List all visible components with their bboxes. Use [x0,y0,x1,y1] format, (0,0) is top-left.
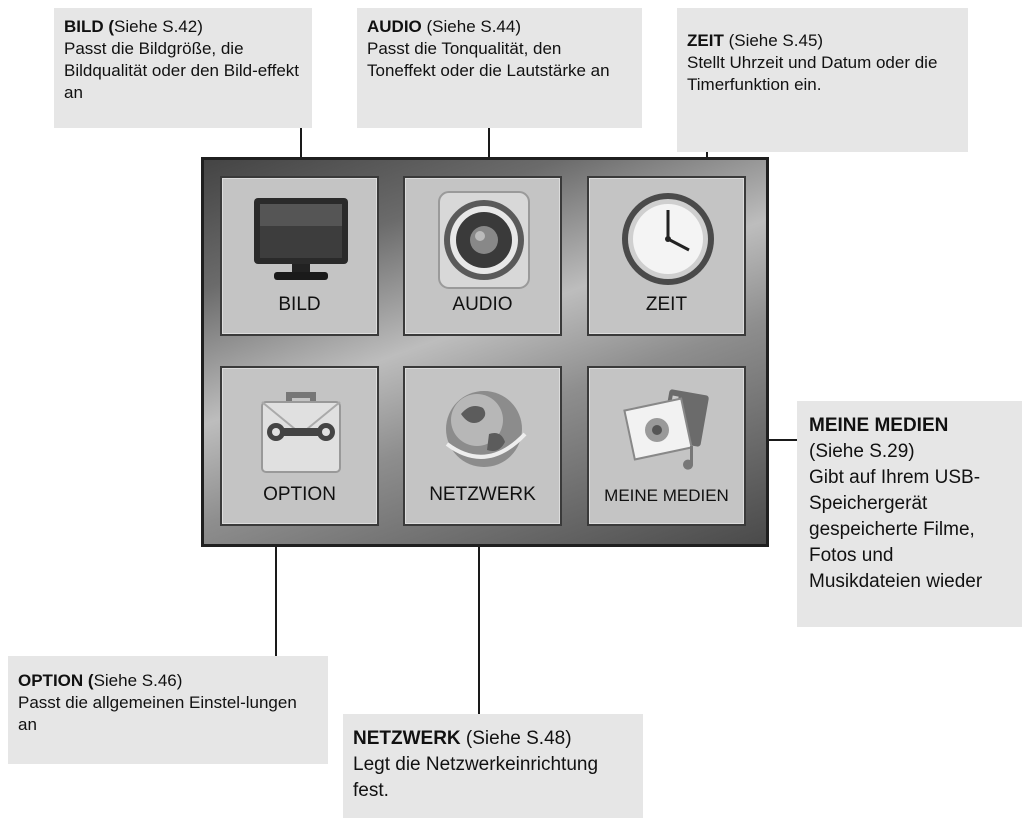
callout-meine-medien: MEINE MEDIEN (Siehe S.29) Gibt auf Ihrem… [797,401,1022,627]
callout-option-ref: Siehe S.46) [93,671,183,690]
menu-tile-option[interactable]: OPTION [220,366,379,526]
callout-bild-desc: Passt die Bildgröße, die Bildqualität od… [64,39,300,102]
menu-tile-option-label: OPTION [263,484,336,505]
callout-meine-medien-title: MEINE MEDIEN [809,415,949,436]
callout-bild-ref: Siehe S.42) [114,17,203,36]
callout-bild: BILD (Siehe S.42) Passt die Bildgröße, d… [54,8,312,128]
callout-zeit: ZEIT (Siehe S.45) Stellt Uhrzeit und Dat… [677,8,968,152]
menu-tile-netzwerk[interactable]: NETZWERK [403,366,562,526]
callout-netzwerk-title: NETZWERK [353,728,461,749]
callout-audio-desc: Passt die Tonqualität, den Toneffekt ode… [367,39,610,80]
menu-tile-meine-medien-label: MEINE MEDIEN [604,486,729,505]
connector-audio [488,128,490,172]
connector-meine-medien [744,439,797,441]
tv-menu-panel: BILD AUDIO ZEIT [201,157,769,547]
connector-option [275,520,277,656]
callout-option-title: OPTION ( [18,671,94,690]
menu-tile-meine-medien[interactable]: MEINE MEDIEN [587,366,746,526]
callout-zeit-title: ZEIT [687,31,724,50]
globe-icon [445,391,527,467]
menu-tile-netzwerk-label: NETZWERK [429,484,536,505]
callout-audio-title: AUDIO [367,17,422,36]
menu-tile-bild-label: BILD [278,294,321,315]
menu-tile-zeit[interactable]: ZEIT [587,176,746,336]
speaker-icon [438,191,530,289]
callout-audio-ref: (Siehe S.44) [421,17,522,36]
callout-meine-medien-ref: (Siehe S.29) [809,441,915,462]
callout-option-desc: Passt die allgemeinen Einstel-lungen an [18,693,297,734]
callout-zeit-ref: (Siehe S.45) [723,31,824,50]
callout-option: OPTION (Siehe S.46) Passt die allgemeine… [8,656,328,764]
callout-bild-title: BILD ( [64,17,115,36]
toolbox-icon [261,392,341,473]
menu-tile-bild[interactable]: BILD [220,176,379,336]
callout-zeit-desc: Stellt Uhrzeit und Datum oder die Timerf… [687,53,938,94]
clock-icon [622,193,714,285]
connector-bild [300,128,302,172]
callout-netzwerk-ref: (Siehe S.48) [460,728,572,749]
callout-netzwerk: NETZWERK (Siehe S.48) Legt die Netzwerke… [343,714,643,818]
connector-netzwerk [478,520,480,714]
callout-meine-medien-desc: Gibt auf Ihrem USB-Speichergerät gespeic… [809,467,983,592]
media-photo-icon [623,389,709,470]
callout-netzwerk-desc: Legt die Netzwerkeinrichtung fest. [353,754,599,801]
menu-tile-audio-label: AUDIO [452,294,513,315]
menu-tile-audio[interactable]: AUDIO [403,176,562,336]
callout-audio: AUDIO (Siehe S.44) Passt die Tonqualität… [357,8,642,128]
menu-tile-zeit-label: ZEIT [645,294,688,315]
tv-icon [254,198,348,280]
